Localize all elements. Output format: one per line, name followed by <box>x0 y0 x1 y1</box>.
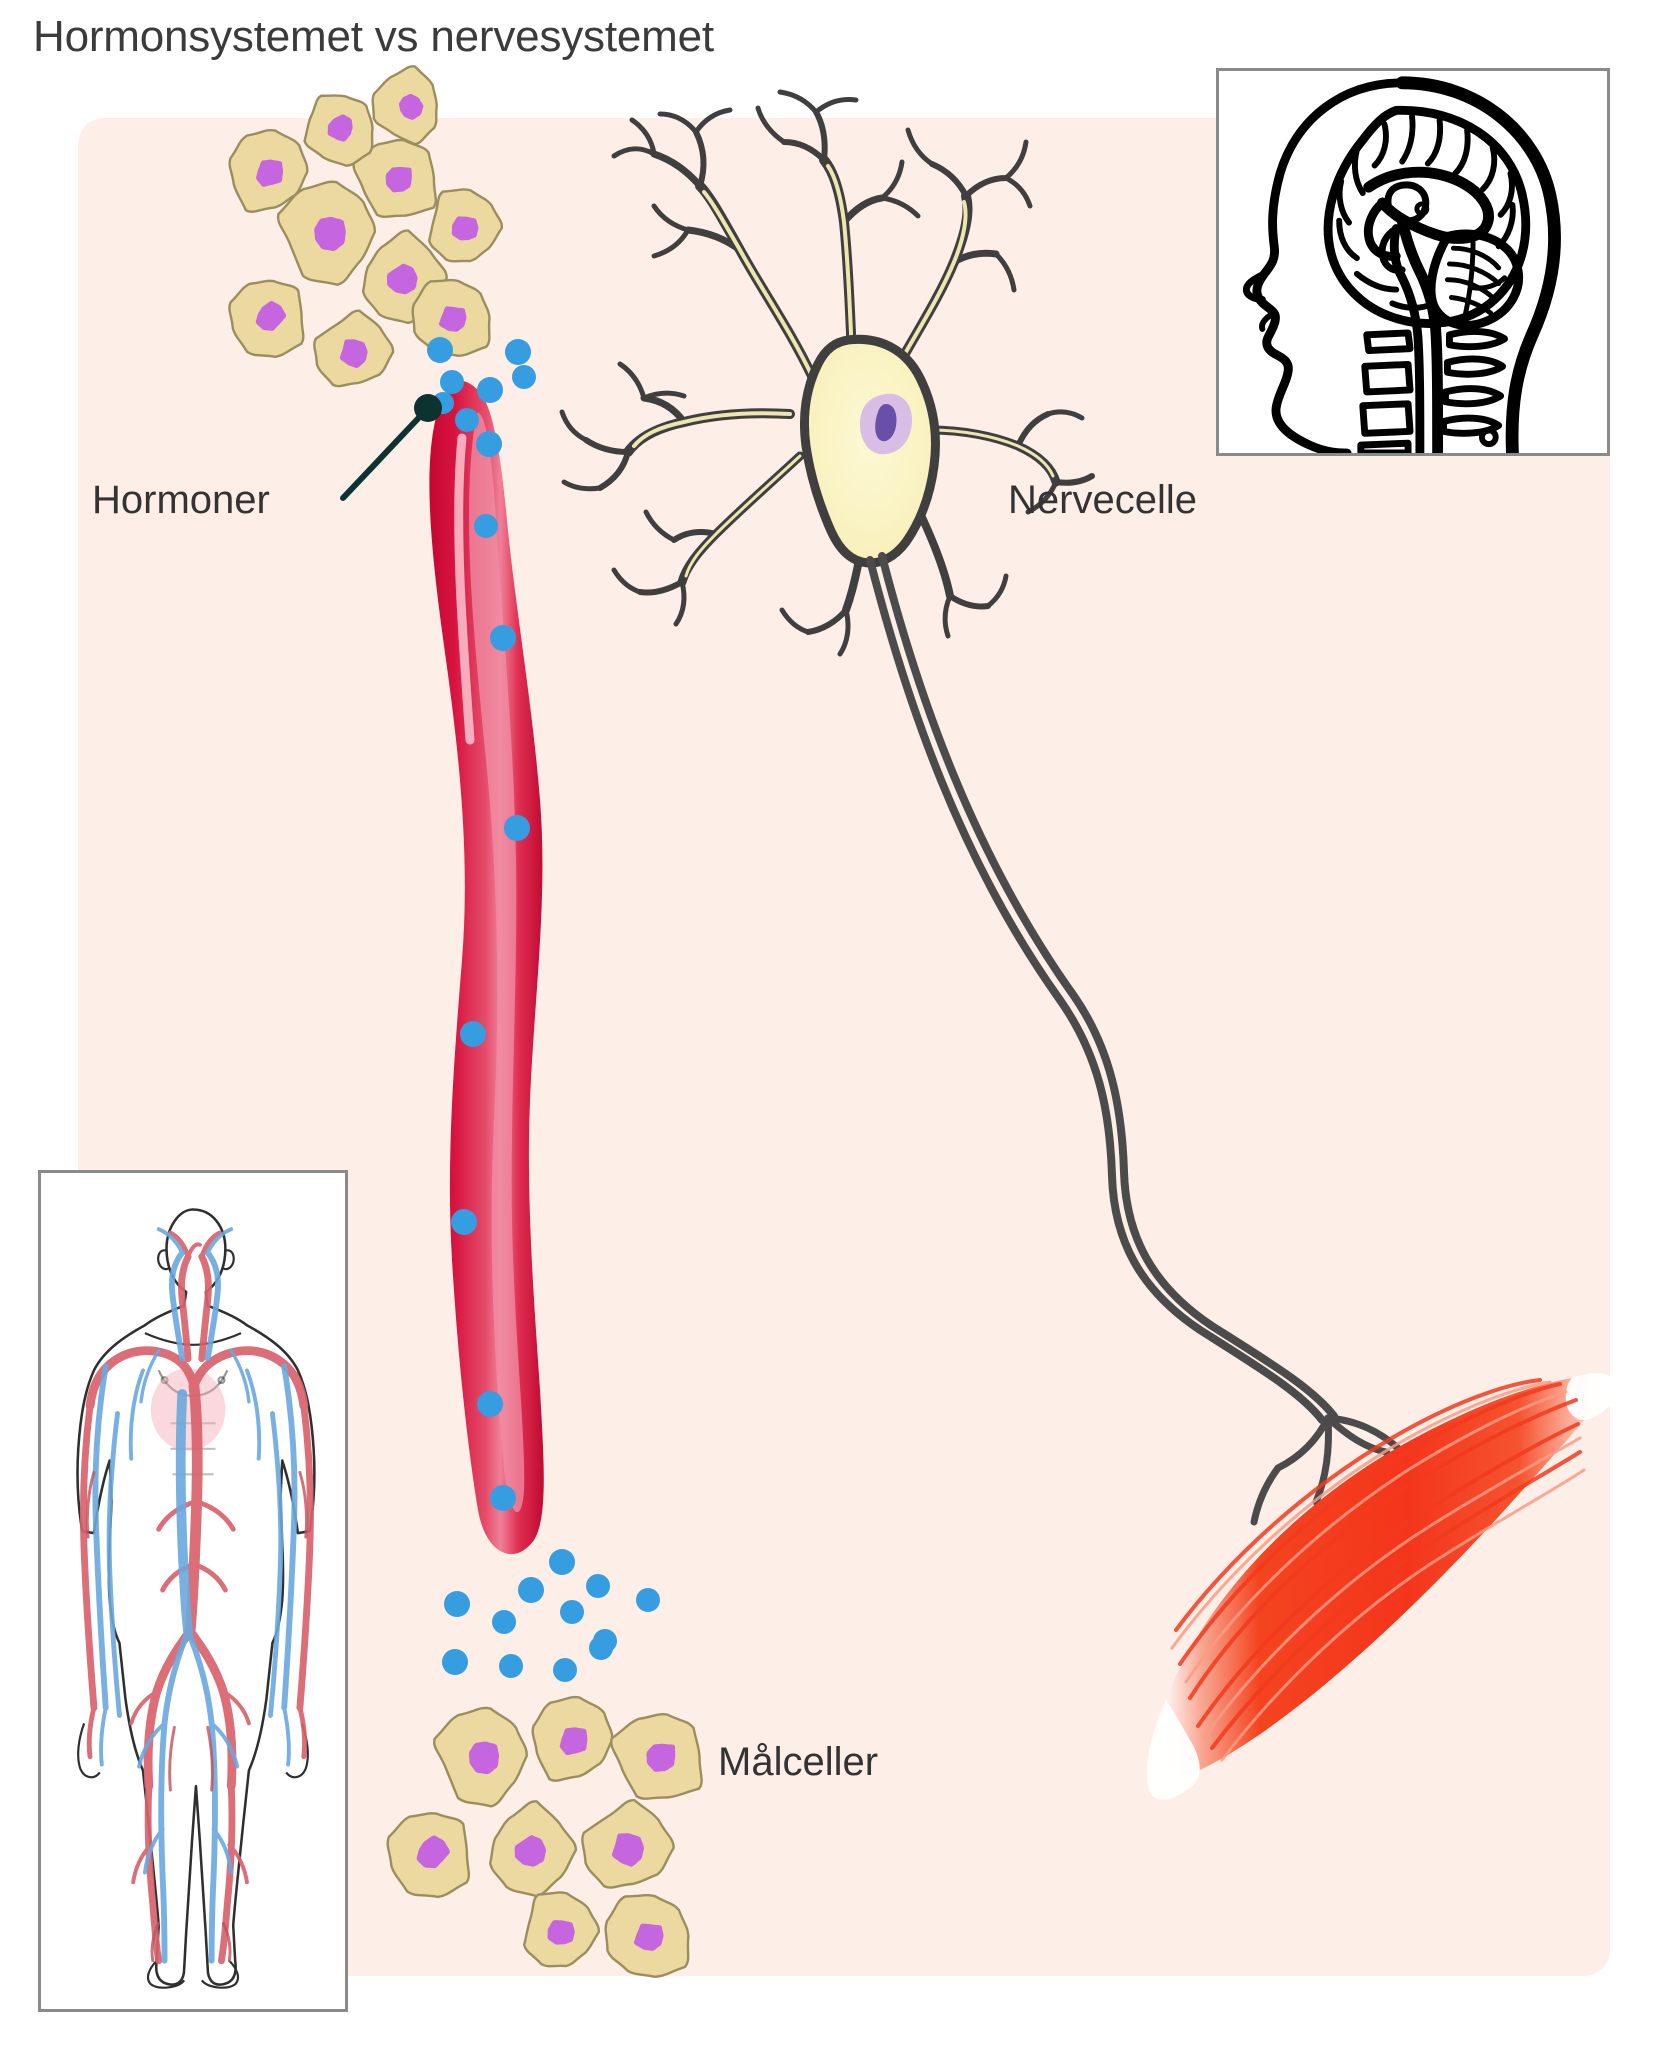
label-malceller: Målceller <box>718 1740 879 1784</box>
label-nervecelle: Nervecelle <box>1008 478 1197 522</box>
page-title: Hormonsystemet vs nervesystemet <box>33 12 714 61</box>
cell-nucleus <box>399 93 424 120</box>
body-circulatory-illustration <box>76 1208 316 1989</box>
label-hormoner: Hormoner <box>92 478 270 522</box>
brain-head-illustration <box>1242 76 1561 453</box>
inset-brain-head-profile <box>1216 68 1610 456</box>
inset-body-circulatory-system <box>38 1170 348 2012</box>
